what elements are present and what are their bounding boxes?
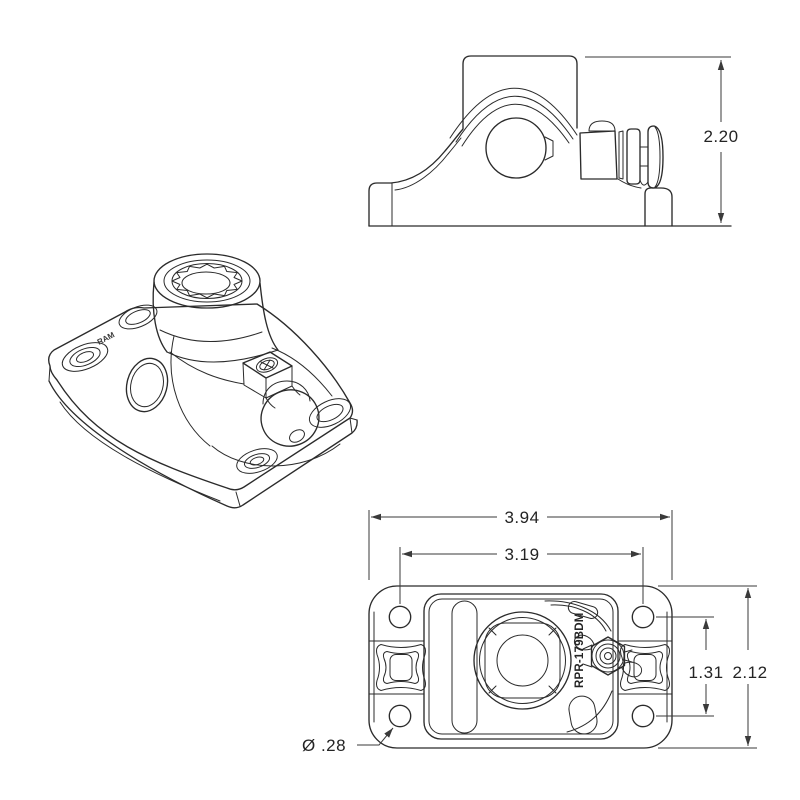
rail-bore-circle — [485, 117, 547, 179]
mount-hole-tl — [388, 605, 412, 629]
pocket-bottom-right — [566, 690, 613, 733]
tab-lines-right — [617, 640, 673, 695]
dimension-annotations: 2.20 3.94 3.19 1.31 2.12 Ø .28 — [302, 56, 767, 755]
mount-hole-tr — [631, 605, 655, 629]
boss-side-left — [152, 281, 168, 353]
wing-knob-left — [376, 644, 426, 691]
saddle-edge-right — [271, 347, 333, 397]
ext-lines-131 — [656, 616, 714, 717]
center-housing-outer — [423, 593, 619, 740]
corner-hole-right — [308, 398, 352, 428]
base-top-face — [48, 303, 354, 491]
knob-face — [260, 389, 320, 447]
socket-ring-inner — [479, 617, 566, 704]
dim-text-212: 2.12 — [732, 663, 767, 682]
screw-dome — [588, 120, 616, 132]
socket-ring-outer — [473, 611, 572, 710]
pocket-br-slot — [568, 695, 598, 735]
corner-hole-top — [118, 304, 158, 330]
socket-floor — [181, 271, 231, 295]
base-bottom-silhouette — [48, 380, 358, 509]
bolt-washer — [591, 639, 625, 673]
dim-text-height: 2.20 — [703, 127, 738, 146]
knob-underside — [639, 179, 649, 186]
knob-inner-arc — [262, 380, 311, 405]
pocket-top-right — [544, 600, 612, 632]
inner-wall-curve — [394, 137, 462, 191]
corner-hole-bottom — [236, 448, 278, 474]
part-number-text: RPR-179BDM — [574, 613, 586, 689]
base-left-corner-edge — [48, 365, 51, 382]
ext-lines-394 — [368, 510, 673, 580]
bolt-hex — [590, 636, 626, 676]
saddle-edge-left — [170, 335, 211, 447]
ext-lines-319 — [399, 547, 644, 604]
bolt-ring-2 — [599, 647, 617, 665]
socket-bore — [496, 634, 549, 687]
knob-flange-right — [647, 125, 664, 189]
washer-plate — [618, 130, 624, 180]
boss-side-right — [259, 282, 279, 351]
wing-ear-nw — [573, 634, 595, 651]
pocket-top-right-inner — [550, 604, 607, 632]
body-outline-left — [368, 55, 578, 227]
body-edge-right — [617, 178, 642, 189]
saddle-arc-outer — [449, 87, 578, 139]
isometric-view: RAM — [48, 253, 358, 509]
knob-pocket-rim — [211, 443, 341, 467]
socket-corner-ticks — [488, 627, 557, 694]
knob-to-block-lines — [265, 385, 301, 409]
bolt-center — [604, 652, 612, 660]
dim-text-hole-dia: Ø .28 — [302, 736, 346, 755]
socket-spline-teeth — [171, 263, 243, 299]
mount-hole-bl — [388, 704, 412, 728]
knob-flange-left — [626, 128, 641, 185]
dim-text-131: 1.31 — [688, 663, 723, 682]
wing-ear-se — [621, 661, 643, 678]
leader-line-hole-dia — [357, 727, 394, 746]
phillips-cross-icon — [260, 359, 274, 371]
knob-waist — [639, 146, 649, 167]
ext-lines-212 — [658, 585, 757, 749]
base-chamfer-line — [59, 401, 221, 502]
corner-hole-left — [61, 342, 109, 372]
bolt-ring-1 — [595, 643, 621, 669]
tab-lines-left — [368, 640, 425, 695]
pocket-tr-slot — [567, 601, 599, 619]
boss-top-rim — [153, 253, 261, 309]
engraved-logo: RAM — [96, 330, 117, 347]
saddle-arc-middle — [455, 95, 574, 143]
side-elevation-view — [368, 55, 732, 227]
dim-text-394: 3.94 — [504, 508, 539, 527]
boss-neck-shadow — [159, 329, 263, 343]
clamp-block — [579, 130, 618, 180]
foot-right — [644, 187, 673, 227]
plate-outline — [368, 585, 673, 749]
mount-hole-br — [631, 704, 655, 728]
bore-keyway — [544, 136, 554, 161]
socket-square-opening — [484, 622, 561, 699]
clamp-screw — [255, 357, 279, 373]
knob-center-hole — [289, 429, 305, 443]
arm-front-edge — [169, 351, 245, 385]
base-right-corner-edge — [349, 417, 358, 434]
bottom-plan-view: RPR-179BDM — [368, 585, 673, 749]
base-bottom-corner-edge — [235, 491, 241, 507]
side-slot — [451, 600, 478, 734]
boss-inner-rim — [163, 259, 251, 303]
saddle-arc-inner — [461, 103, 570, 147]
bolt-connectors — [582, 644, 633, 668]
dim-text-319: 3.19 — [504, 545, 539, 564]
deck-oval-hole — [125, 357, 169, 413]
knob-bulge-line — [654, 126, 661, 188]
